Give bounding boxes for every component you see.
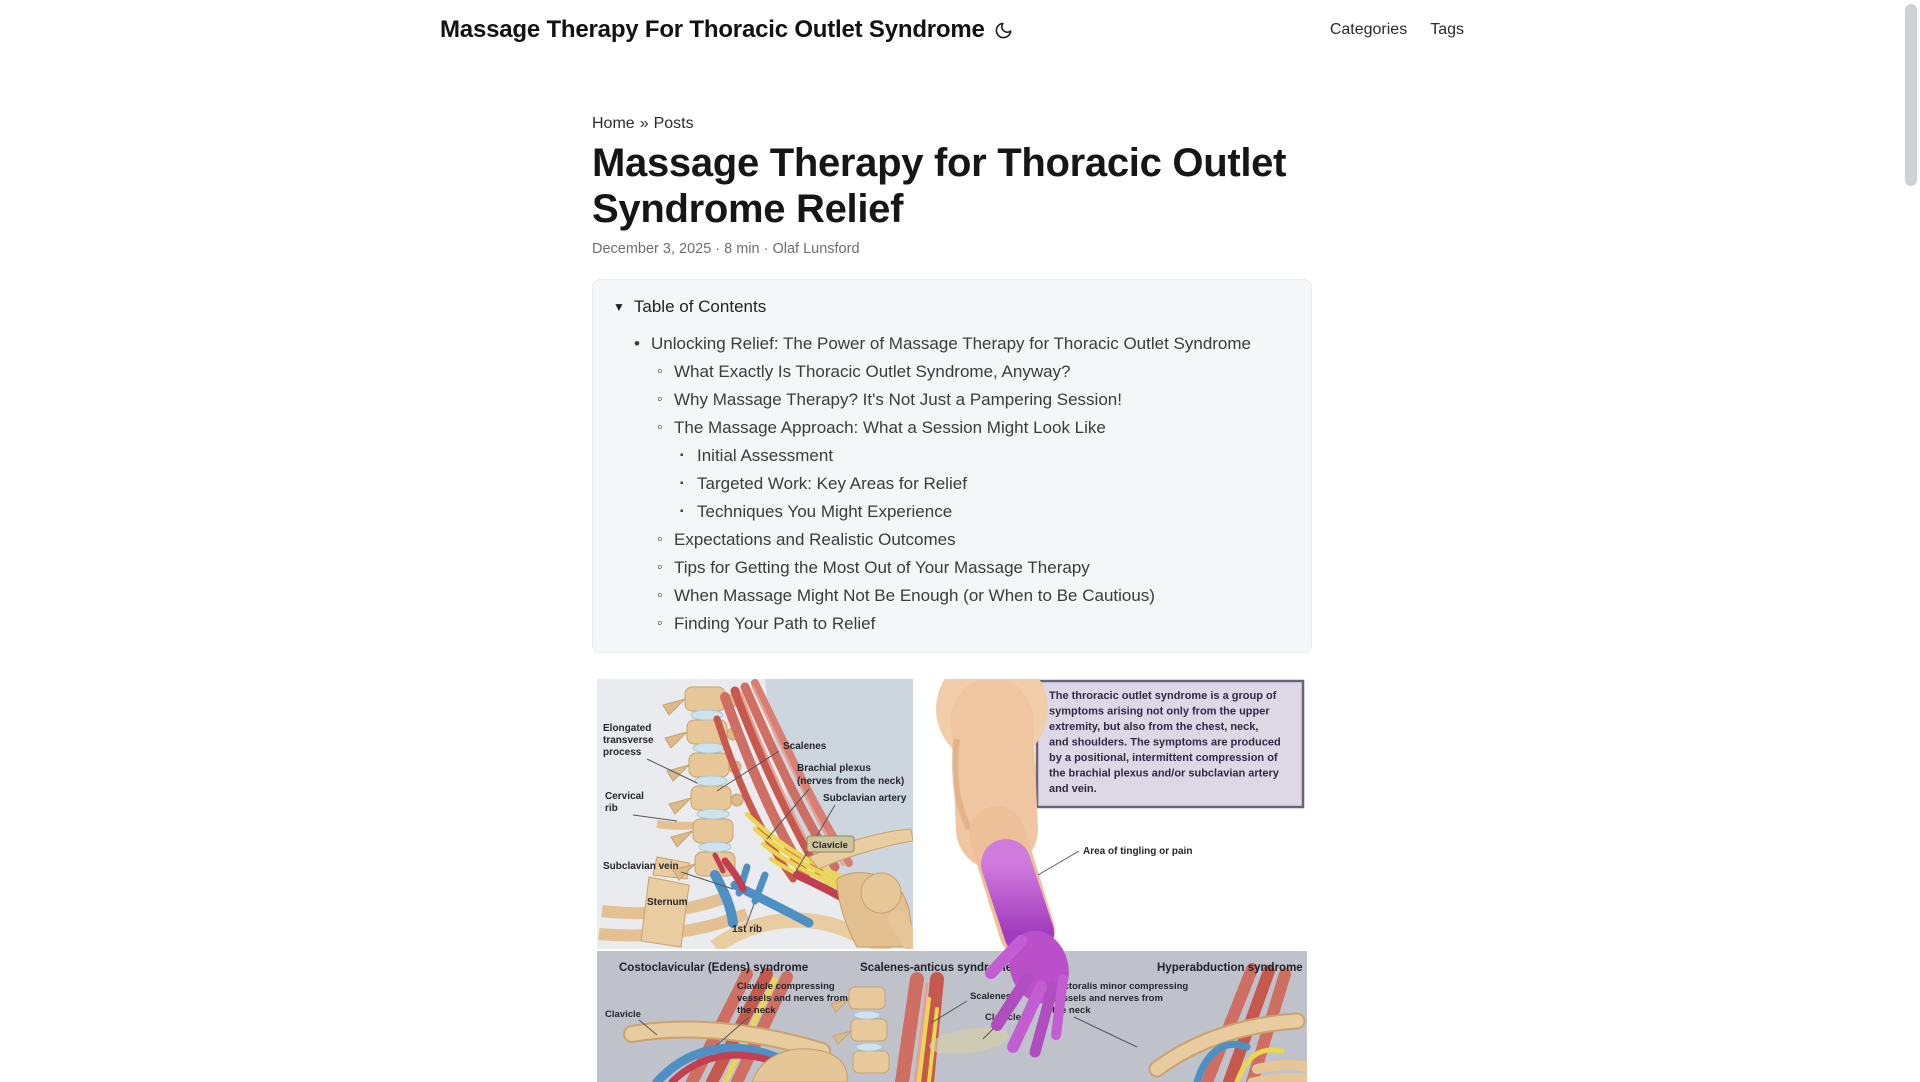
toc-item: ◦Why Massage Therapy? It's Not Just a Pa… [657, 390, 1122, 409]
neck-anatomy-labels: Elongated transverse process Cervical ri… [603, 723, 907, 935]
svg-text:vessels and nerves from: vessels and nerves from [737, 993, 848, 1004]
post-cover-image: Elongated transverse process Cervical ri… [597, 679, 1307, 1082]
toc-item: ◦Expectations and Realistic Outcomes [657, 530, 956, 549]
svg-text:the brachial plexus and/or sub: the brachial plexus and/or subclavian ar… [1049, 768, 1280, 780]
toc-link[interactable]: Tips for Getting the Most Out of Your Ma… [674, 558, 1090, 577]
svg-text:the neck: the neck [737, 1005, 776, 1016]
arm-illustration: Area of tingling or pain [936, 679, 1192, 1058]
toc-item: ▪Initial Assessment [680, 446, 834, 465]
label-scalenes: Scalenes [783, 741, 827, 752]
toc-link[interactable]: When Massage Might Not Be Enough (or Whe… [674, 586, 1155, 605]
nav-item-tags[interactable]: Tags [1430, 21, 1464, 38]
moon-icon [994, 21, 1013, 40]
label-subclavian-vein: Subclavian vein [603, 861, 679, 872]
panel-title-costoclavicular: Costoclavicular (Edens) syndrome [619, 962, 808, 974]
toc-link[interactable]: Targeted Work: Key Areas for Relief [697, 474, 967, 493]
breadcrumb-home-link[interactable]: Home [592, 115, 635, 132]
panel-middle-label-scalenes: Scalenes [970, 991, 1011, 1002]
panel-left-label-clavicle: Clavicle [605, 1009, 641, 1020]
svg-text:the neck: the neck [1052, 1005, 1091, 1016]
panel-title-scalenes-anticus: Scalenes-anticus syndrome [860, 962, 1012, 974]
toc-link[interactable]: Initial Assessment [697, 446, 834, 465]
breadcrumb-posts-link[interactable]: Posts [653, 115, 694, 132]
toc-link[interactable]: Expectations and Realistic Outcomes [674, 530, 956, 549]
label-clavicle: Clavicle [812, 840, 848, 851]
syndrome-infobox: The throracic outlet syndrome is a group… [1035, 679, 1305, 809]
toc-item: ▪Techniques You Might Experience [680, 502, 953, 521]
toc-toggle[interactable]: ▼ Table of Contents [613, 295, 1291, 318]
label-area-of-tingling: Area of tingling or pain [1083, 846, 1192, 857]
post-author: Olaf Lunsford [772, 241, 860, 257]
neck-anatomy-illustration [597, 679, 913, 949]
label-subclavian-artery: Subclavian artery [823, 793, 907, 804]
panel-right-note: Pectoralis minor compressing [1052, 981, 1188, 992]
svg-text:The throracic outlet syndrome: The throracic outlet syndrome is a group… [1049, 690, 1277, 702]
svg-text:vessels and nerves from: vessels and nerves from [1052, 993, 1163, 1004]
toc-link[interactable]: The Massage Approach: What a Session Mig… [674, 418, 1106, 437]
svg-text:transverse: transverse [603, 735, 654, 746]
svg-text:by a positional, intermittent: by a positional, intermittent compressio… [1049, 752, 1278, 764]
toc-item: ▪Targeted Work: Key Areas for Relief [680, 474, 967, 493]
nav-item-categories[interactable]: Categories [1329, 21, 1408, 38]
toc-item: •Unlocking Relief: The Power of Massage … [634, 334, 1252, 353]
svg-text:and shoulders. The symptoms ar: and shoulders. The symptoms are produced [1049, 737, 1281, 749]
breadcrumb-separator: » [639, 115, 649, 132]
label-first-rib: 1st rib [732, 924, 762, 935]
svg-text:symptoms arising not only from: symptoms arising not only from the upper [1049, 706, 1270, 718]
reading-time: 8 min [724, 241, 760, 257]
label-brachial-plexus: Brachial plexus [797, 763, 871, 774]
toc-heading: Table of Contents [633, 296, 767, 316]
syndrome-panels: Costoclavicular (Edens) syndrome Scalene… [597, 951, 1307, 1082]
post-title: Massage Therapy for Thoracic Outlet Synd… [592, 141, 1287, 231]
label-sternum: Sternum [647, 897, 688, 908]
toc-link[interactable]: Unlocking Relief: The Power of Massage T… [651, 334, 1252, 353]
main-nav: Categories Tags [1330, 0, 1464, 60]
post-meta: December 3, 2025·8 min·Olaf Lunsford [592, 241, 860, 257]
page-scrollbar-thumb[interactable] [1905, 4, 1917, 186]
svg-text:(nerves from the neck): (nerves from the neck) [797, 776, 904, 787]
toc-link[interactable]: Why Massage Therapy? It's Not Just a Pam… [674, 390, 1122, 409]
svg-text:extremity, but also from the c: extremity, but also from the chest, neck… [1049, 721, 1258, 733]
post-article: Home»Posts Massage Therapy for Thoracic … [592, 60, 1312, 1082]
toc-item: ◦When Massage Might Not Be Enough (or Wh… [657, 586, 1155, 605]
breadcrumb: Home»Posts [592, 113, 1312, 134]
toc-link[interactable]: What Exactly Is Thoracic Outlet Syndrome… [674, 362, 1071, 381]
panel-left-note: Clavicle compressing [737, 981, 835, 992]
theme-toggle-button[interactable] [994, 21, 1013, 40]
svg-text:process: process [603, 747, 642, 758]
site-header: Massage Therapy For Thoracic Outlet Synd… [0, 0, 1904, 60]
table-of-contents: ▼ Table of Contents •Unlocking Relief: T… [592, 279, 1312, 653]
svg-text:rib: rib [605, 803, 618, 814]
label-cervical-rib: Cervical [605, 791, 644, 802]
post-date: December 3, 2025 [592, 241, 712, 257]
toc-item: ◦The Massage Approach: What a Session Mi… [657, 418, 1106, 437]
site-title-link[interactable]: Massage Therapy For Thoracic Outlet Synd… [440, 16, 985, 43]
panel-title-hyperabduction: Hyperabduction syndrome [1157, 962, 1303, 974]
toc-link[interactable]: Finding Your Path to Relief [674, 614, 876, 633]
toc-collapse-arrow-icon: ▼ [613, 299, 625, 314]
svg-text:and vein.: and vein. [1049, 783, 1097, 795]
toc-link[interactable]: Techniques You Might Experience [697, 502, 953, 521]
toc-list: •Unlocking Relief: The Power of Massage … [613, 330, 1291, 638]
label-elongated-transverse-process: Elongated [603, 723, 651, 734]
toc-item: ◦Finding Your Path to Relief [657, 614, 876, 633]
toc-item: ◦What Exactly Is Thoracic Outlet Syndrom… [657, 362, 1071, 381]
toc-item: ◦Tips for Getting the Most Out of Your M… [657, 558, 1090, 577]
